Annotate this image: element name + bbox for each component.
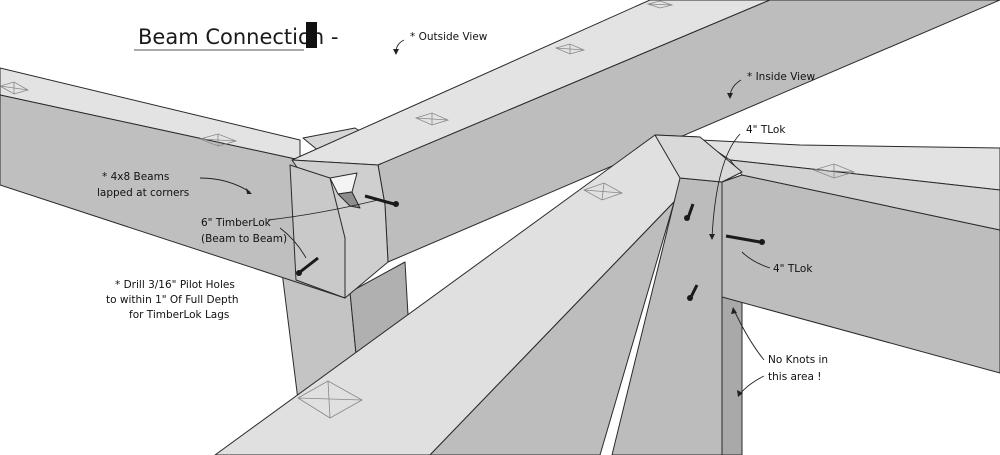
tlok-screw-post-lower [687, 284, 699, 301]
grade-stamp [297, 380, 363, 419]
tlok-screw-beam [725, 234, 765, 245]
title-block: Beam Connection - [134, 22, 338, 51]
tlok-screw-post-upper [684, 203, 695, 221]
drill-label-line3: for TimberLok Lags [129, 309, 229, 321]
outside-view-callout: * Outside View [393, 31, 488, 55]
timberlok-callout: 6" TimberLok (Beam to Beam) [201, 199, 379, 259]
drill-callout: * Drill 3/16" Pilot Holes to within 1" O… [106, 279, 239, 321]
timberlok-screw-upper [364, 194, 399, 207]
grade-stamp [812, 163, 856, 179]
diagram-title: Beam Connection - [138, 25, 338, 49]
drill-label-line1: * Drill 3/16" Pilot Holes [115, 279, 235, 291]
grade-stamp [646, 0, 674, 9]
timberlok-screw-lower [296, 256, 319, 276]
grade-stamp [414, 112, 450, 126]
inside-right-beam [699, 139, 1000, 374]
drill-label-line2: to within 1" Of Full Depth [106, 294, 239, 306]
tlok-top-callout: 4" TLok [709, 124, 786, 240]
tlok-right-label: 4" TLok [773, 263, 813, 275]
inside-corner-top [654, 134, 743, 183]
tlok-right-callout: 4" TLok [741, 251, 813, 275]
knots-label-line1: No Knots in [768, 354, 828, 366]
timberlok-label-line2: (Beam to Beam) [201, 233, 287, 245]
lap-notch-shadow [337, 191, 361, 209]
knots-callout: No Knots in this area ! [731, 307, 828, 397]
title-cursor-block [306, 22, 317, 48]
beams-label-line2: lapped at corners [97, 187, 189, 199]
beams-callout: * 4x8 Beams lapped at corners [97, 171, 252, 199]
grade-stamp [583, 182, 623, 201]
knots-label-line2: this area ! [768, 371, 821, 383]
timberlok-label-line1: 6" TimberLok [201, 217, 272, 229]
grade-stamps [0, 0, 856, 419]
inside-view-callout: * Inside View [727, 71, 816, 99]
inside-view-label: * Inside View [747, 71, 816, 83]
beams-label-line1: * 4x8 Beams [102, 171, 169, 183]
outside-corner-end [289, 164, 346, 299]
outside-view-label: * Outside View [410, 31, 488, 43]
grade-stamp [198, 133, 238, 147]
tlok-top-label: 4" TLok [746, 124, 786, 136]
grade-stamp [554, 43, 586, 55]
timberlok-screws [296, 194, 765, 301]
grade-stamp [0, 81, 30, 95]
